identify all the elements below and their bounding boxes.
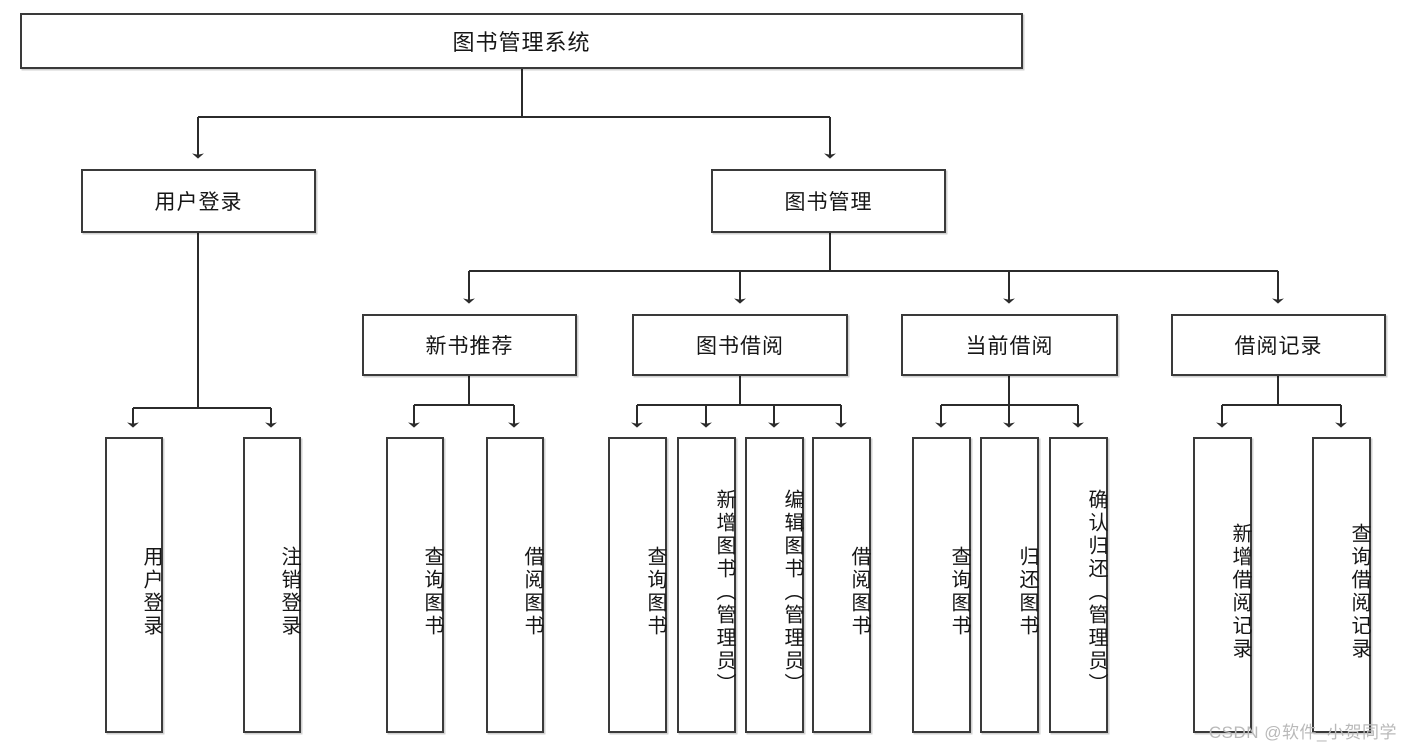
leaf-current-confirm-return-admin[interactable]: 确认归还（管理员）	[1049, 437, 1108, 733]
leaf-borrow-borrow-book[interactable]: 借阅图书	[812, 437, 871, 733]
leaf-user-login-login[interactable]: 用户登录	[105, 437, 163, 733]
leaf-current-query-book[interactable]: 查询图书	[912, 437, 971, 733]
leaf-borrow-edit-book-admin[interactable]: 编辑图书（管理员）	[745, 437, 804, 733]
leaf-records-add-record[interactable]: 新增借阅记录	[1193, 437, 1252, 733]
node-root-system[interactable]: 图书管理系统	[20, 13, 1023, 69]
node-new-book-recommend[interactable]: 新书推荐	[362, 314, 577, 376]
node-borrow-records[interactable]: 借阅记录	[1171, 314, 1386, 376]
node-user-login[interactable]: 用户登录	[81, 169, 316, 233]
node-current-borrow[interactable]: 当前借阅	[901, 314, 1118, 376]
node-book-borrow[interactable]: 图书借阅	[632, 314, 848, 376]
leaf-recommend-query-book[interactable]: 查询图书	[386, 437, 444, 733]
leaf-borrow-query-book[interactable]: 查询图书	[608, 437, 667, 733]
leaf-recommend-borrow-book[interactable]: 借阅图书	[486, 437, 544, 733]
csdn-watermark: CSDN @软件_小贺同学	[1208, 723, 1397, 742]
node-book-management[interactable]: 图书管理	[711, 169, 946, 233]
leaf-current-return-book[interactable]: 归还图书	[980, 437, 1039, 733]
leaf-records-query-record[interactable]: 查询借阅记录	[1312, 437, 1371, 733]
leaf-user-login-logout[interactable]: 注销登录	[243, 437, 301, 733]
leaf-borrow-add-book-admin[interactable]: 新增图书（管理员）	[677, 437, 736, 733]
